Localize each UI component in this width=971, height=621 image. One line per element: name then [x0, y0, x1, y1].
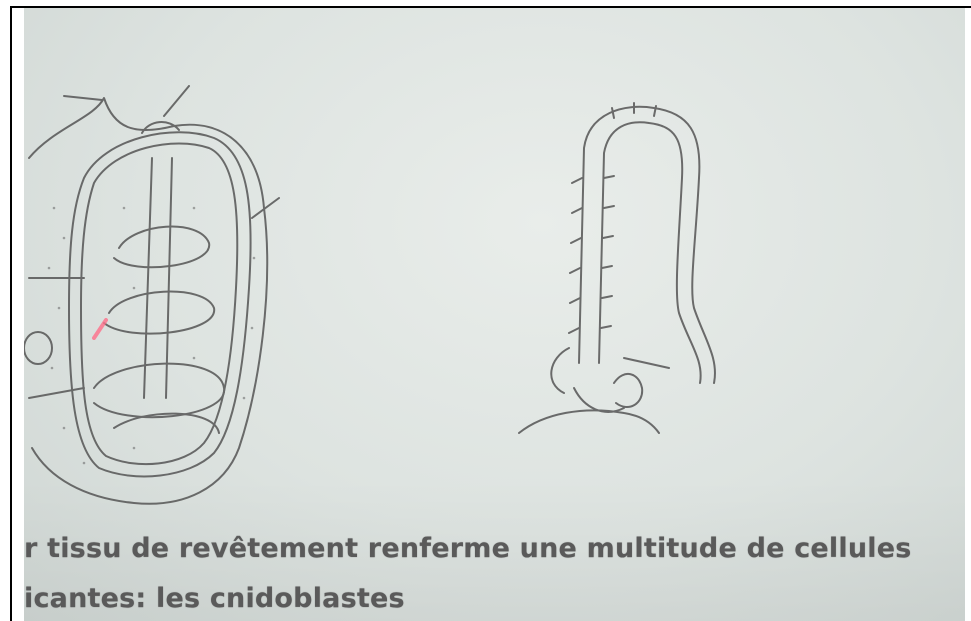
frame-left-border [10, 6, 12, 621]
caption-line-1: r tissu de revêtement renferme une multi… [24, 533, 912, 564]
cnidoblast-capsule-drawing-icon [24, 8, 965, 621]
discharged-filament-drawing-icon [519, 103, 715, 433]
caption-line-2: icantes: les cnidoblastes [24, 583, 405, 614]
projected-slide-photo: r tissu de revêtement renferme une multi… [24, 8, 965, 621]
